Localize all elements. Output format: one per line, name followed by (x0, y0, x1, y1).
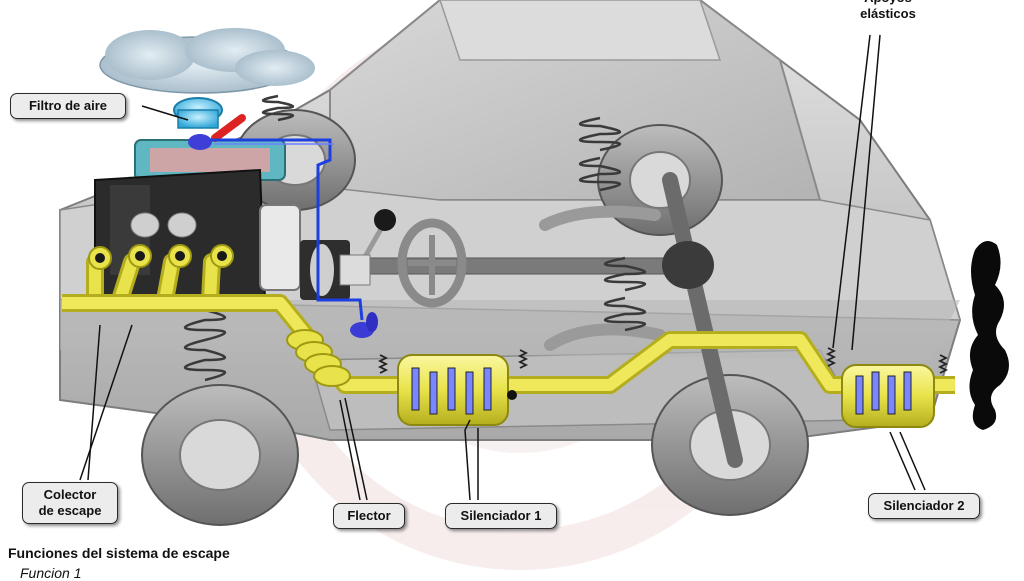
exhaust-manifold (86, 244, 234, 311)
air-cloud (99, 28, 315, 94)
flector-coupling (286, 329, 351, 387)
label-elastic-supports: Apoyos elásticos (860, 0, 916, 21)
exhaust-valve-icon (350, 312, 378, 338)
air-filter (173, 97, 246, 150)
intake-air-line (210, 138, 364, 321)
label-muffler-2: Silenciador 2 (868, 493, 980, 519)
muffler-2 (841, 364, 935, 428)
caption-subtitle: Funcion 1 (20, 565, 82, 581)
exhaust-smoke (969, 241, 1009, 430)
rear-right-wheel (597, 124, 723, 236)
muffler-1 (397, 354, 517, 426)
elastic-hanger-springs (377, 347, 949, 374)
label-muffler-1: Silenciador 1 (445, 503, 557, 529)
front-left-wheel (141, 384, 299, 526)
label-exhaust-manifold: Colector de escape (22, 482, 118, 524)
leader-lines (79, 34, 926, 501)
caption-title: Funciones del sistema de escape (8, 545, 230, 561)
label-flector: Flector (333, 503, 405, 529)
label-air-filter: Filtro de aire (10, 93, 126, 119)
steering-wheel (397, 218, 467, 308)
